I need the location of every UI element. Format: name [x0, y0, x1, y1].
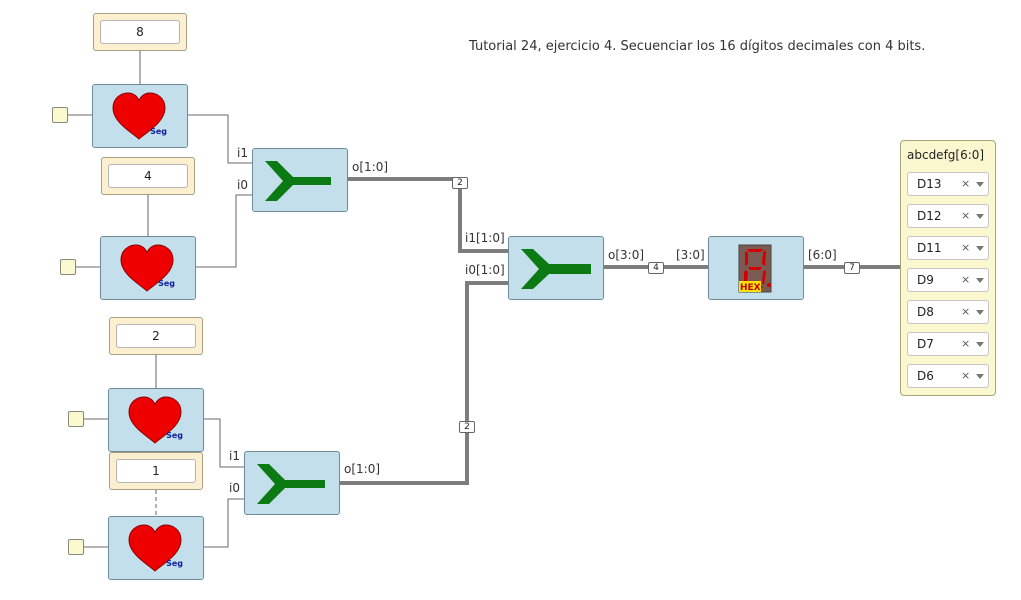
- clock-input[interactable]: [52, 107, 68, 123]
- port-label-i0: i0: [237, 178, 248, 192]
- main-mux-block[interactable]: [508, 236, 604, 300]
- caret-down-icon[interactable]: [976, 374, 984, 379]
- caret-down-icon[interactable]: [976, 182, 984, 187]
- caret-down-icon[interactable]: [976, 214, 984, 219]
- pin-select-2[interactable]: D11 ×: [907, 236, 989, 260]
- segment-block-1[interactable]: Seg: [92, 84, 188, 148]
- pin-select-value: D12: [917, 209, 942, 223]
- port-label-i1: i1: [237, 146, 248, 160]
- caret-down-icon[interactable]: [976, 342, 984, 347]
- bus-width-badge: 2: [452, 177, 468, 189]
- clock-input[interactable]: [68, 411, 84, 427]
- constant-block-1[interactable]: 1: [109, 452, 203, 490]
- clear-icon[interactable]: ×: [961, 337, 971, 350]
- merge-icon: [257, 464, 325, 504]
- port-label-out: [6:0]: [808, 248, 837, 262]
- bus-width-badge: 2: [459, 421, 475, 433]
- clock-input[interactable]: [60, 259, 76, 275]
- hex-display-block[interactable]: HEX: [708, 236, 804, 300]
- heart-icon: [120, 244, 174, 292]
- top-mux-block[interactable]: [252, 148, 348, 212]
- clear-icon[interactable]: ×: [961, 177, 971, 190]
- merge-icon: [521, 249, 591, 289]
- hex-badge-text: HEX: [740, 283, 761, 293]
- wire-seg1-i1: [188, 114, 252, 164]
- constant-block-2[interactable]: 2: [109, 317, 203, 355]
- pin-select-value: D6: [917, 369, 934, 383]
- constant-input[interactable]: 4: [108, 164, 188, 188]
- port-label-i1: i1[1:0]: [465, 231, 505, 245]
- segment-block-2[interactable]: Seg: [100, 236, 196, 300]
- pin-select-value: D7: [917, 337, 934, 351]
- page-title: Tutorial 24, ejercicio 4. Secuenciar los…: [469, 39, 926, 54]
- clear-icon[interactable]: ×: [961, 273, 971, 286]
- segment-block-4[interactable]: Seg: [108, 516, 204, 580]
- constant-block-4[interactable]: 4: [101, 157, 195, 195]
- segment-label: Seg: [158, 279, 175, 288]
- constant-input[interactable]: 1: [116, 459, 196, 483]
- bus-width-badge: 4: [648, 262, 664, 274]
- port-label-i0: i0[1:0]: [465, 263, 505, 277]
- wire-seg3-i1: [204, 418, 244, 468]
- port-label-in: [3:0]: [676, 248, 705, 262]
- bus-width-badge: 7: [844, 262, 860, 274]
- seven-segment-icon: HEX: [738, 244, 772, 293]
- segment-label: Seg: [166, 559, 183, 568]
- segment-label: Seg: [150, 127, 167, 136]
- clear-icon[interactable]: ×: [961, 305, 971, 318]
- merge-icon: [265, 161, 331, 201]
- pin-select-6[interactable]: D6 ×: [907, 364, 989, 388]
- heart-icon: [112, 92, 166, 140]
- bus-bottom-mux-out: [340, 281, 508, 485]
- pin-select-5[interactable]: D7 ×: [907, 332, 989, 356]
- output-panel: abcdefg[6:0] D13 × D12 × D11 × D9 × D8 ×…: [900, 140, 996, 396]
- caret-down-icon[interactable]: [976, 246, 984, 251]
- pin-select-value: D11: [917, 241, 942, 255]
- pin-select-4[interactable]: D8 ×: [907, 300, 989, 324]
- clear-icon[interactable]: ×: [961, 209, 971, 222]
- output-panel-title: abcdefg[6:0]: [907, 148, 985, 162]
- heart-icon: [128, 396, 182, 444]
- caret-down-icon[interactable]: [976, 278, 984, 283]
- port-label-o: o[1:0]: [344, 462, 381, 476]
- port-label-o: o[1:0]: [352, 160, 389, 174]
- pin-select-value: D9: [917, 273, 934, 287]
- caret-down-icon[interactable]: [976, 310, 984, 315]
- bottom-mux-block[interactable]: [244, 451, 340, 515]
- bus-top-mux-out: [348, 177, 508, 253]
- pin-select-value: D13: [917, 177, 942, 191]
- clear-icon[interactable]: ×: [961, 369, 971, 382]
- segment-label: Seg: [166, 431, 183, 440]
- wire-seg4-i0: [204, 498, 244, 548]
- constant-input[interactable]: 8: [100, 20, 180, 44]
- segment-block-3[interactable]: Seg: [108, 388, 204, 452]
- clear-icon[interactable]: ×: [961, 241, 971, 254]
- clock-input[interactable]: [68, 539, 84, 555]
- constant-block-8[interactable]: 8: [93, 13, 187, 51]
- port-label-i0: i0: [229, 481, 240, 495]
- pin-select-value: D8: [917, 305, 934, 319]
- heart-icon: [128, 524, 182, 572]
- pin-select-1[interactable]: D12 ×: [907, 204, 989, 228]
- port-label-o: o[3:0]: [608, 248, 645, 262]
- port-label-i1: i1: [229, 449, 240, 463]
- pin-select-3[interactable]: D9 ×: [907, 268, 989, 292]
- constant-input[interactable]: 2: [116, 324, 196, 348]
- pin-select-0[interactable]: D13 ×: [907, 172, 989, 196]
- wire-seg2-i0: [196, 194, 252, 268]
